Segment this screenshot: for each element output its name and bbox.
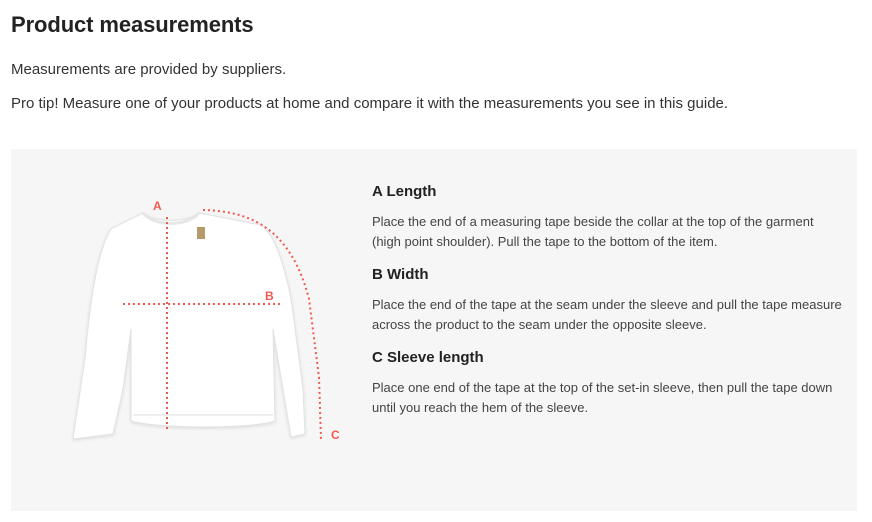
sweatshirt-measurement-illustration: A B C	[72, 199, 340, 442]
marker-b-label: B	[265, 289, 274, 303]
measurement-guide-panel: A B C A Length Place the end of a measur…	[11, 149, 857, 511]
measurement-length-title: A Length	[372, 183, 437, 200]
measurement-sleeve-length-title: C Sleeve length	[372, 349, 484, 366]
measurement-length: A Length Place the end of a measuring ta…	[372, 183, 842, 252]
marker-c-label: C	[331, 428, 340, 442]
sweatshirt-shape	[72, 212, 306, 440]
intro-text: Measurements are provided by suppliers.	[11, 61, 287, 78]
measurement-width-title: B Width	[372, 266, 429, 283]
sleeve-measure-line	[202, 209, 322, 440]
measurement-sleeve-length: C Sleeve length Place one end of the tap…	[372, 349, 842, 418]
garment-label-icon	[197, 227, 205, 239]
measurement-width: B Width Place the end of the tape at the…	[372, 266, 842, 335]
measurement-width-description: Place the end of the tape at the seam un…	[372, 297, 842, 332]
pro-tip-text: Pro tip! Measure one of your products at…	[11, 95, 729, 112]
measurement-instructions: A Length Place the end of a measuring ta…	[372, 183, 842, 432]
page-title: Product measurements	[11, 12, 254, 37]
collar-shape	[141, 211, 201, 225]
marker-a-label: A	[153, 199, 162, 213]
measurement-sleeve-length-description: Place one end of the tape at the top of …	[372, 380, 833, 415]
measurement-length-description: Place the end of a measuring tape beside…	[372, 214, 814, 249]
